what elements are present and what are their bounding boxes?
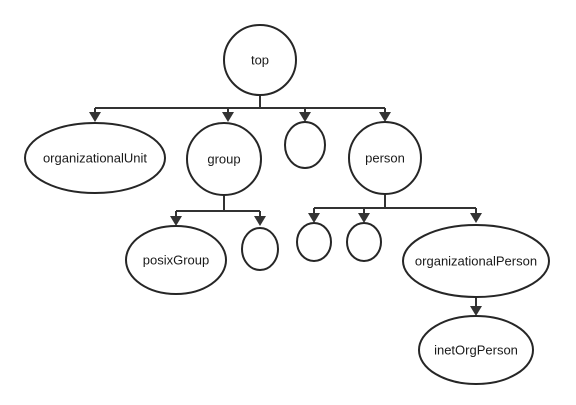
node-organizational-unit: organizationalUnit [24,122,166,194]
node-unlabeled-3 [296,222,332,262]
node-unlabeled-4 [346,222,382,262]
node-unlabeled-2 [241,227,279,271]
node-posix-group: posixGroup [125,225,227,295]
node-inet-org-person: inetOrgPerson [418,315,534,385]
node-unlabeled-1 [284,121,326,169]
node-label-group: group [207,152,240,167]
node-label-organizational-unit: organizationalUnit [43,151,147,166]
edges-person [308,194,482,223]
edges-organizational-person [470,297,482,316]
node-person: person [348,121,422,195]
node-top: top [223,24,297,96]
node-label-posix-group: posixGroup [143,253,209,268]
edges-top [89,95,391,122]
node-label-inet-org-person: inetOrgPerson [434,343,518,358]
node-label-top: top [251,53,269,68]
node-label-organizational-person: organizationalPerson [415,254,537,269]
node-organizational-person: organizationalPerson [402,224,550,298]
node-group: group [186,122,262,196]
edges-group [170,195,266,226]
node-label-person: person [365,151,405,166]
